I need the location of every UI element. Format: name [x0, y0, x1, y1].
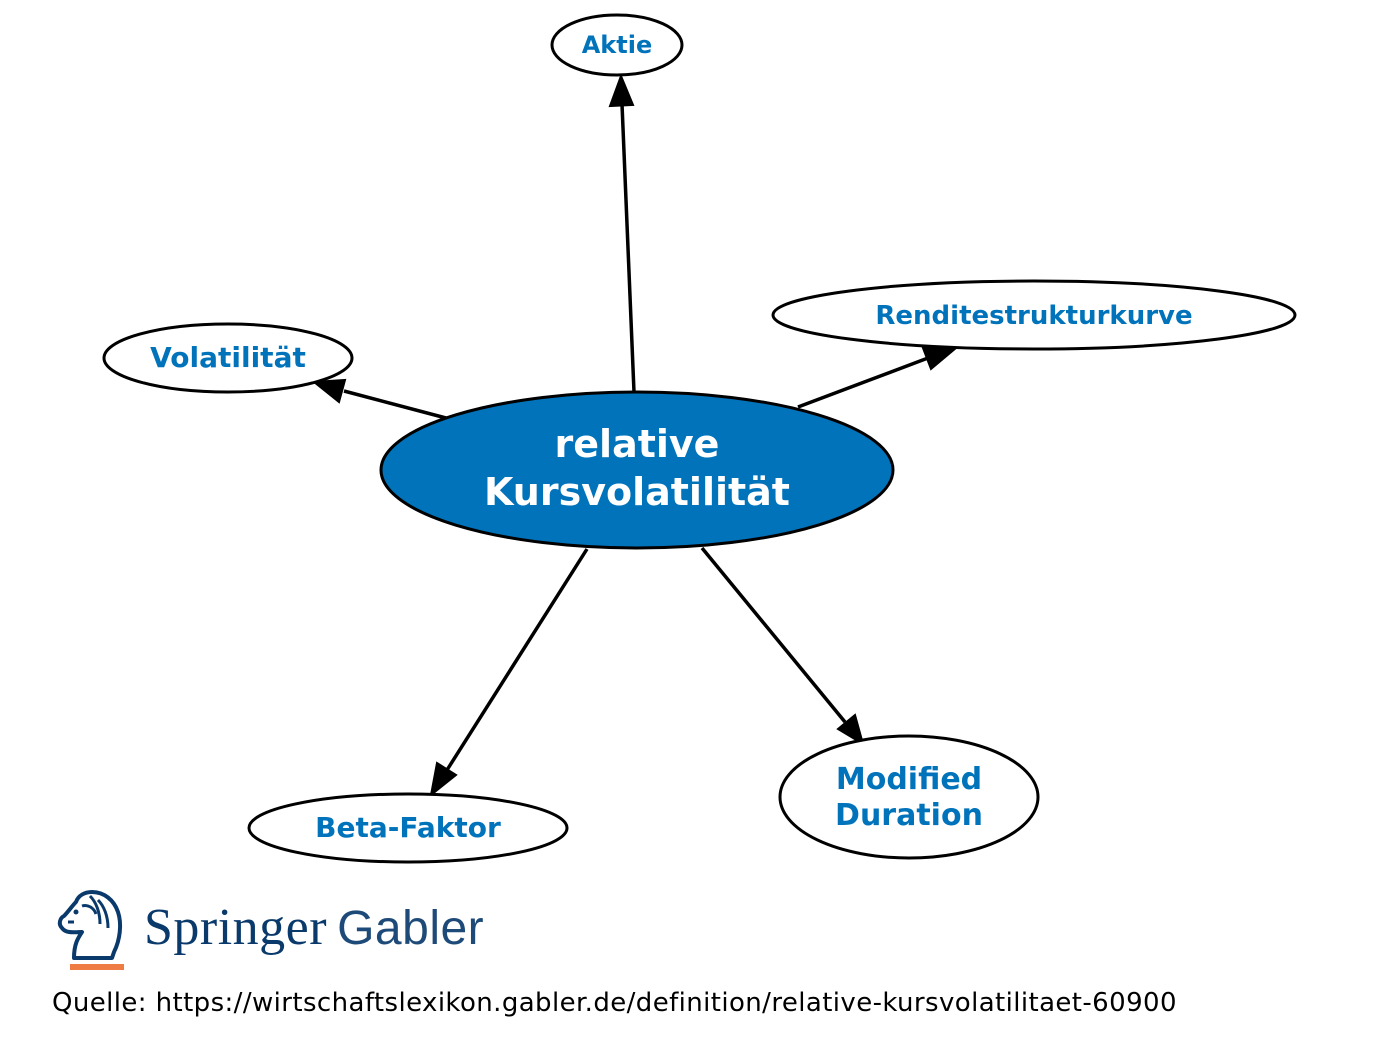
springer-horse-icon — [57, 890, 124, 970]
modified-duration-ellipse — [778, 734, 1040, 860]
center-label-line1: relative — [555, 422, 720, 466]
aktie-label: Aktie — [582, 31, 653, 59]
beta-faktor-label: Beta-Faktor — [315, 811, 501, 844]
node-renditestrukturkurve[interactable]: Renditestrukturkurve — [771, 279, 1297, 351]
arrowhead-volatilitaet — [311, 378, 347, 404]
node-relative-kursvolatilitaet[interactable]: relative Kursvolatilität — [379, 390, 895, 550]
beta-faktor-ellipse — [247, 792, 569, 864]
arrowhead-aktie — [608, 73, 635, 108]
node-modified-duration[interactable]: Modified Duration — [778, 734, 1040, 860]
edge-beta-faktor — [445, 548, 589, 771]
node-aktie[interactable]: Aktie — [550, 13, 684, 77]
edge-renditestrukturkurve — [797, 356, 929, 409]
aktie-ellipse — [550, 13, 684, 77]
volatilitaet-label: Volatilität — [150, 341, 306, 374]
arrowhead-beta-faktor — [429, 761, 458, 798]
arrowhead-renditestrukturkurve — [921, 347, 959, 371]
brand-gabler: Gabler — [337, 902, 485, 955]
concept-map: relative Kursvolatilität Aktie Volatilit… — [102, 13, 1297, 864]
renditestrukturkurve-label: Renditestrukturkurve — [875, 301, 1192, 331]
arrowhead-modified-duration — [836, 713, 865, 747]
volatilitaet-ellipse — [102, 322, 354, 394]
edge-modified-duration — [700, 546, 847, 724]
node-beta-faktor[interactable]: Beta-Faktor — [247, 792, 569, 864]
node-volatilitaet[interactable]: Volatilität — [102, 322, 354, 394]
center-ellipse — [379, 390, 895, 550]
brand-springer: Springer — [144, 899, 328, 956]
center-label-line2: Kursvolatilität — [484, 470, 790, 514]
modified-duration-label-line1: Modified — [836, 762, 982, 797]
modified-duration-label-line2: Duration — [835, 798, 983, 833]
source-citation: Quelle: https://wirtschaftslexikon.gable… — [52, 988, 1177, 1018]
edges — [311, 73, 959, 798]
renditestrukturkurve-ellipse — [771, 279, 1297, 351]
edge-volatilitaet — [343, 389, 447, 420]
edge-aktie — [620, 103, 636, 393]
